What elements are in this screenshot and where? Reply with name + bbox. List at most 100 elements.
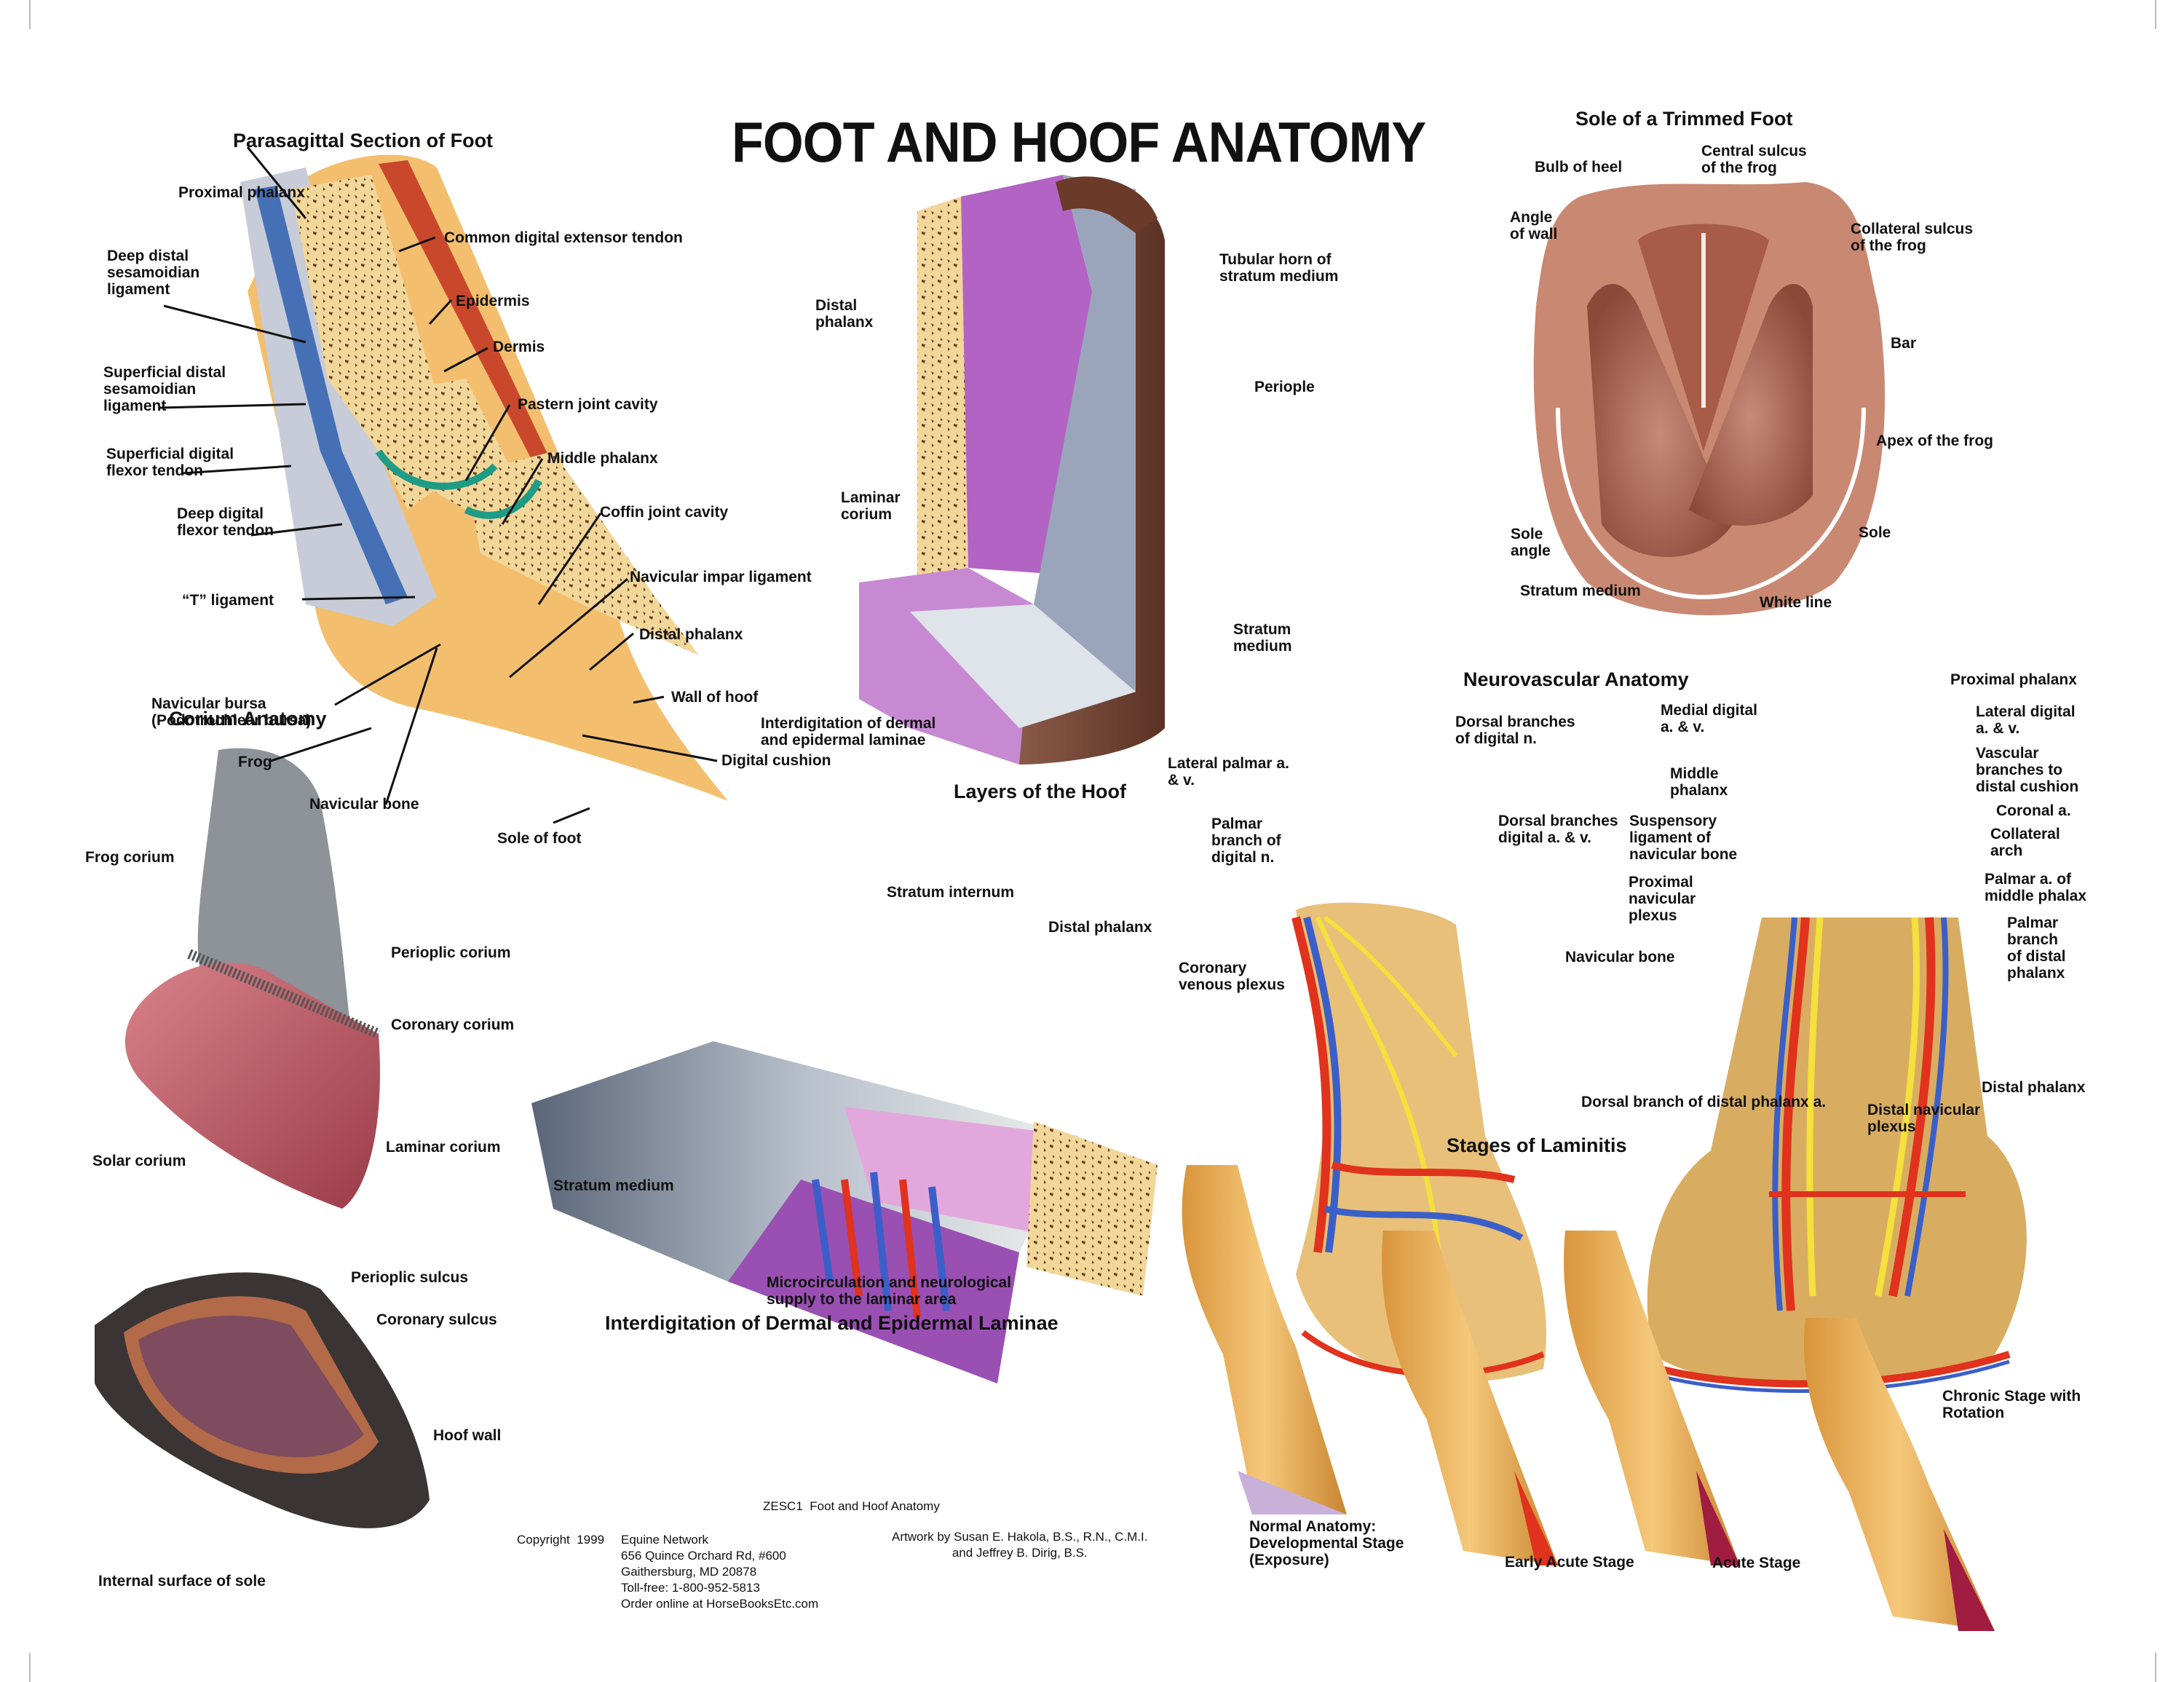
internal-sole-illustration bbox=[95, 1272, 430, 1528]
label-collateral-arch: Collateral arch bbox=[1990, 826, 2060, 859]
page-title: FOOT AND HOOF ANATOMY bbox=[732, 110, 1426, 174]
label-apex-of-frog: Apex of the frog bbox=[1876, 433, 1993, 449]
label-frog: Frog bbox=[238, 754, 272, 770]
laminitis-leg-normal bbox=[1182, 1165, 1347, 1515]
label-perioplic-corium: Perioplic corium bbox=[391, 944, 511, 961]
label-epidermis: Epidermis bbox=[456, 293, 530, 309]
label-pastern-joint-cavity: Pastern joint cavity bbox=[518, 396, 658, 413]
label-laminar-corium-c: Laminar corium bbox=[386, 1139, 501, 1156]
label-int-stratum-medium: Stratum medium bbox=[553, 1177, 674, 1194]
label-distal-navicular-plexus: Distal navicular plexus bbox=[1867, 1102, 1981, 1135]
label-wall-of-hoof: Wall of hoof bbox=[671, 689, 759, 706]
sole-heading: Sole of a Trimmed Foot bbox=[1575, 108, 1793, 130]
label-nv-navicular-bone: Navicular bone bbox=[1565, 949, 1675, 966]
label-lateral-digital-av: Lateral digital a. & v. bbox=[1976, 703, 2076, 737]
label-stage-acute: Acute Stage bbox=[1712, 1555, 1801, 1571]
label-coronal-a: Coronal a. bbox=[1996, 802, 2071, 819]
label-suspensory-ligament-navicular: Suspensory ligament of navicular bone bbox=[1629, 813, 1738, 863]
label-hoof-wall: Hoof wall bbox=[433, 1427, 502, 1444]
label-vascular-branches-distal-cushion: Vascular branches to distal cushion bbox=[1976, 745, 2079, 795]
label-sole-of-foot: Sole of foot bbox=[497, 830, 582, 847]
neurovascular-dorsal-illustration bbox=[1291, 902, 1546, 1382]
crop-mark bbox=[29, 1653, 31, 1682]
sole-illustration bbox=[1533, 182, 1886, 615]
laminitis-heading: Stages of Laminitis bbox=[1447, 1134, 1627, 1156]
label-lateral-palmar-av: Lateral palmar a. & v. bbox=[1168, 755, 1289, 789]
label-internal-surface-of-sole: Internal surface of sole bbox=[98, 1573, 266, 1590]
label-microcirculation: Microcirculation and neurological supply… bbox=[767, 1274, 1012, 1308]
label-navicular-impar-ligament: Navicular impar ligament bbox=[630, 569, 812, 585]
crop-mark bbox=[2155, 0, 2156, 29]
label-bar: Bar bbox=[1891, 335, 1917, 352]
label-dorsal-branches-digital-av: Dorsal branches digital a. & v. bbox=[1498, 813, 1618, 846]
label-coronary-corium: Coronary corium bbox=[391, 1016, 515, 1033]
label-interdigitation-dermal-epidermal: Interdigitation of dermal and epidermal … bbox=[761, 715, 936, 749]
label-collateral-sulcus: Collateral sulcus of the frog bbox=[1851, 221, 1974, 254]
interdigitation-illustration bbox=[531, 1041, 1158, 1383]
label-perioplic-sulcus: Perioplic sulcus bbox=[351, 1269, 469, 1286]
label-coronary-venous-plexus: Coronary venous plexus bbox=[1179, 960, 1285, 993]
label-layers-distal-phalanx: Distal phalanx bbox=[815, 297, 874, 331]
laminitis-illustrations bbox=[1182, 1165, 1995, 1631]
label-laminar-corium: Laminar corium bbox=[841, 489, 901, 523]
label-white-line: White line bbox=[1760, 594, 1832, 611]
neurovascular-heading: Neurovascular Anatomy bbox=[1463, 668, 1689, 690]
label-digital-cushion: Digital cushion bbox=[721, 752, 831, 769]
label-nv-distal-phalanx: Distal phalanx bbox=[1982, 1079, 2086, 1096]
corium-heading: Corium Anatomy bbox=[169, 708, 327, 730]
label-layers-stratum-medium: Stratum medium bbox=[1233, 621, 1292, 655]
label-nv-middle-phalanx: Middle phalanx bbox=[1670, 765, 1728, 799]
label-bulb-of-heel: Bulb of heel bbox=[1535, 159, 1623, 175]
label-proximal-phalanx: Proximal phalanx bbox=[178, 184, 305, 201]
leader-lines bbox=[159, 146, 718, 824]
parasagittal-illustration bbox=[240, 154, 728, 802]
label-deep-distal-sesamoidian-ligament: Deep distal sesamoidian ligament bbox=[107, 248, 200, 298]
label-nv-proximal-phalanx: Proximal phalanx bbox=[1950, 671, 2077, 688]
label-coffin-joint-cavity: Coffin joint cavity bbox=[600, 504, 729, 521]
label-palmar-branch-distal-phalanx: Palmar branch of distal phalanx bbox=[2007, 915, 2066, 982]
crop-mark bbox=[29, 0, 31, 29]
label-dorsal-branch-distal-phalanx-a: Dorsal branch of distal phalanx a. bbox=[1581, 1094, 1827, 1110]
label-navicular-bone: Navicular bone bbox=[309, 796, 419, 813]
interdigitation-heading: Interdigitation of Dermal and Epidermal … bbox=[605, 1312, 1059, 1334]
label-palmar-branch-digital-n: Palmar branch of digital n. bbox=[1211, 816, 1281, 866]
label-navicular-bursa: Navicular bursa (Podotrochlear bursa) bbox=[151, 695, 312, 729]
label-t-ligament: “T” ligament bbox=[182, 592, 274, 609]
laminitis-leg-acute bbox=[1564, 1231, 1740, 1565]
label-dorsal-branches-digital-n: Dorsal branches of digital n. bbox=[1455, 714, 1575, 747]
label-sole-stratum-medium: Stratum medium bbox=[1520, 583, 1641, 599]
publisher-info: Equine Network 656 Quince Orchard Rd, #6… bbox=[621, 1533, 819, 1611]
artwork-credit: Artwork by Susan E. Hakola, B.S., R.N., … bbox=[892, 1530, 1148, 1560]
layers-heading: Layers of the Hoof bbox=[954, 781, 1127, 802]
layers-illustration bbox=[859, 175, 1165, 765]
label-stage-normal: Normal Anatomy: Developmental Stage (Exp… bbox=[1249, 1518, 1404, 1568]
label-sole-angle: Sole angle bbox=[1511, 526, 1551, 559]
label-int-distal-phalanx: Distal phalanx bbox=[1048, 919, 1152, 936]
label-frog-corium: Frog corium bbox=[85, 849, 175, 866]
label-deep-digital-flexor-tendon: Deep digital flexor tendon bbox=[177, 505, 274, 539]
label-periople: Periople bbox=[1254, 379, 1315, 395]
label-stage-early-acute: Early Acute Stage bbox=[1505, 1554, 1634, 1571]
label-superficial-distal-sesamoidian-ligament: Superficial distal sesamoidian ligament bbox=[103, 364, 226, 414]
label-superficial-digital-flexor-tendon: Superficial digital flexor tendon bbox=[106, 446, 234, 479]
label-angle-of-wall: Angle of wall bbox=[1510, 209, 1558, 242]
label-coronary-sulcus: Coronary sulcus bbox=[376, 1311, 497, 1328]
crop-mark bbox=[2155, 1653, 2156, 1682]
label-solar-corium: Solar corium bbox=[92, 1153, 186, 1169]
label-palmar-a-middle-phalax: Palmar a. of middle phalax bbox=[1985, 871, 2087, 904]
label-common-digital-extensor-tendon: Common digital extensor tendon bbox=[444, 229, 683, 246]
copyright-label: Copyright 1999 bbox=[517, 1533, 605, 1547]
corium-illustration bbox=[124, 748, 381, 1209]
product-code: ZESC1 Foot and Hoof Anatomy bbox=[763, 1499, 940, 1513]
laminitis-leg-early-acute bbox=[1382, 1231, 1558, 1565]
label-proximal-navicular-plexus: Proximal navicular plexus bbox=[1629, 874, 1696, 924]
neurovascular-palmar-illustration bbox=[1647, 917, 2027, 1393]
label-distal-phalanx: Distal phalanx bbox=[639, 626, 743, 643]
label-medial-digital-av: Medial digital a. & v. bbox=[1661, 702, 1758, 735]
label-middle-phalanx: Middle phalanx bbox=[547, 450, 658, 467]
laminitis-leg-chronic bbox=[1804, 1318, 1995, 1631]
label-dermis: Dermis bbox=[493, 339, 545, 355]
label-tubular-horn: Tubular horn of stratum medium bbox=[1219, 251, 1339, 285]
label-stage-chronic: Chronic Stage with Rotation bbox=[1942, 1388, 2081, 1421]
